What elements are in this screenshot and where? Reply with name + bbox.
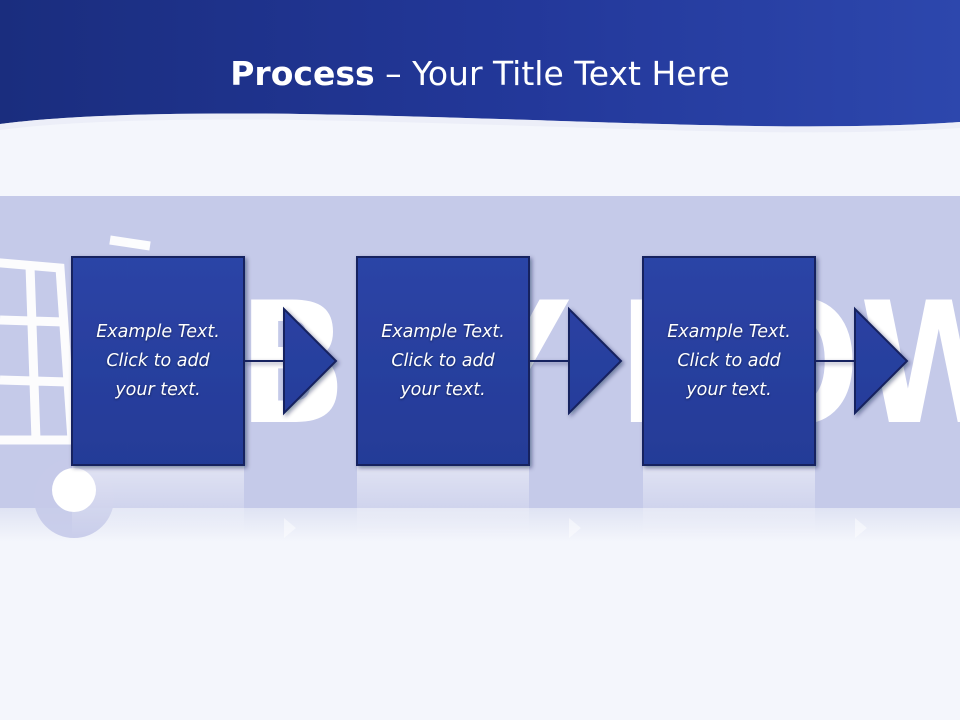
title-bold: Process: [230, 54, 375, 93]
step-2-line-3: your text.: [400, 379, 486, 400]
process-step-1-shape: [71, 256, 338, 466]
slide-title[interactable]: Process – Your Title Text Here: [0, 52, 960, 96]
step-1-line-2: Click to add: [106, 350, 210, 371]
step-3-line-3: your text.: [686, 379, 772, 400]
step-3-text: Example Text. Click to add your text.: [667, 318, 791, 405]
process-reflection: [72, 466, 867, 538]
process-step-2-shape: [356, 256, 623, 466]
step-1-line-3: your text.: [115, 379, 201, 400]
step-1-text: Example Text. Click to add your text.: [96, 318, 220, 405]
process-step-2[interactable]: Example Text. Click to add your text.: [357, 257, 529, 465]
step-2-line-1: Example Text.: [381, 321, 505, 342]
process-step-3-shape: [642, 256, 909, 466]
step-3-line-1: Example Text.: [667, 321, 791, 342]
process-step-3[interactable]: Example Text. Click to add your text.: [643, 257, 815, 465]
step-3-line-2: Click to add: [677, 350, 781, 371]
process-step-1[interactable]: Example Text. Click to add your text.: [72, 257, 244, 465]
step-2-line-2: Click to add: [391, 350, 495, 371]
step-1-line-1: Example Text.: [96, 321, 220, 342]
step-2-text: Example Text. Click to add your text.: [381, 318, 505, 405]
title-rest: – Your Title Text Here: [374, 54, 730, 93]
header-highlight: [0, 113, 960, 133]
shopping-cart-watermark-icon: [0, 235, 151, 445]
header-band: [0, 0, 960, 127]
